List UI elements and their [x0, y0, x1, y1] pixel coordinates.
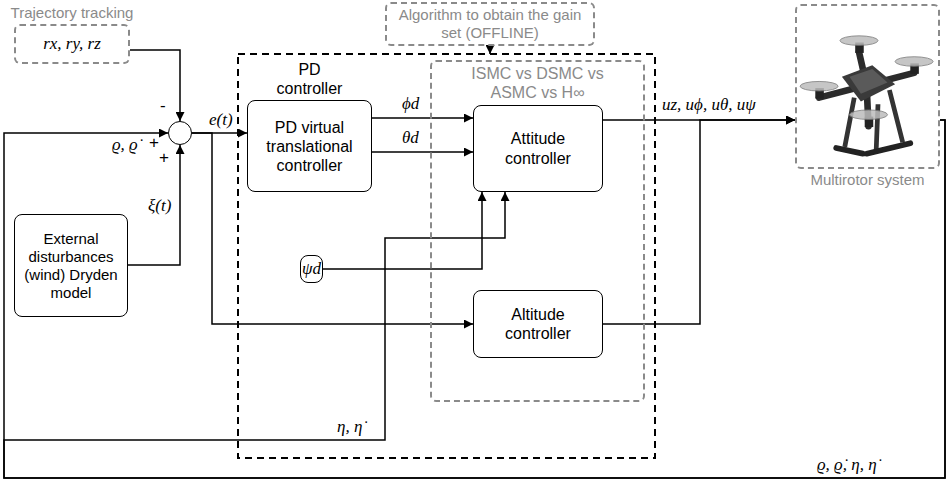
node-text: External disturbances (wind) Dryden mode…	[21, 230, 121, 302]
signal-label: ξ(t)	[146, 196, 173, 216]
drone-part	[845, 90, 903, 153]
process-box: Attitude controller	[473, 105, 603, 192]
process-box: PD virtual translational controller	[247, 100, 372, 192]
drone-part	[836, 143, 910, 153]
node-text: Attitude controller	[480, 129, 596, 167]
labelled-block: Multirotor system	[795, 4, 940, 191]
process-box: ψd	[300, 255, 323, 283]
node-text: rx, ry, rz	[43, 34, 101, 54]
node-text: ψd	[302, 259, 321, 279]
sign-symbol: +	[159, 149, 169, 166]
drone-part	[842, 65, 895, 101]
sign-symbol: -	[160, 97, 166, 114]
drone-part	[895, 57, 933, 66]
block-heading: Trajectory tracking	[11, 4, 134, 22]
drone-part	[800, 81, 838, 91]
drone-part	[850, 69, 888, 94]
signal-label: ϱ, ϱ̇, η, η̇	[815, 455, 879, 475]
drone-illustration	[800, 36, 933, 154]
block-heading: Multirotor system	[810, 171, 924, 189]
heading-holder: Trajectory tracking	[11, 2, 134, 24]
node-text: Algorithm to obtain the gain set (OFFLIN…	[393, 6, 587, 42]
signal-label: η, η̇	[335, 417, 364, 437]
heading-holder: PD controller	[270, 58, 350, 100]
node-text: ISMC vs DSMC vs ASMC vs H∞	[463, 64, 613, 102]
signal-label: ϱ, ϱ̇	[110, 135, 140, 155]
sign-symbol: +	[149, 134, 159, 151]
node-text: PD virtual translational controller	[254, 118, 365, 176]
labelled-block: PD controller PD virtual translational co…	[247, 58, 372, 192]
drone-part	[840, 36, 878, 46]
dashed-frame: rx, ry, rz	[14, 24, 130, 64]
connector	[130, 50, 180, 121]
offline-box: Algorithm to obtain the gain set (OFFLIN…	[385, 2, 595, 46]
node-text: Altitude controller	[480, 305, 596, 343]
heading-holder: Multirotor system	[810, 169, 924, 191]
drone-part	[850, 110, 888, 120]
connector	[128, 145, 180, 265]
gain-arrow	[489, 45, 491, 54]
process-box: Altitude controller	[473, 290, 603, 358]
signal-label: uz, uϕ, uθ, uψ	[660, 95, 758, 115]
dashed-frame	[795, 4, 940, 169]
connector	[372, 151, 473, 153]
process-box: External disturbances (wind) Dryden mode…	[14, 214, 128, 317]
signal-label: θd	[400, 128, 421, 148]
labelled-block: Trajectory trackingrx, ry, rz	[14, 2, 130, 64]
controller-boundary	[238, 54, 655, 458]
connector	[323, 192, 482, 269]
block-heading: PD controller	[270, 60, 350, 98]
signal-label: ϕd	[400, 94, 421, 114]
summing-junction: -++	[168, 121, 192, 145]
connector	[603, 120, 795, 324]
connector	[372, 117, 473, 119]
controller-group: ISMC vs DSMC vs ASMC vs H∞ Attitude contr…	[430, 60, 645, 402]
signal-label: e(t)	[207, 110, 235, 130]
